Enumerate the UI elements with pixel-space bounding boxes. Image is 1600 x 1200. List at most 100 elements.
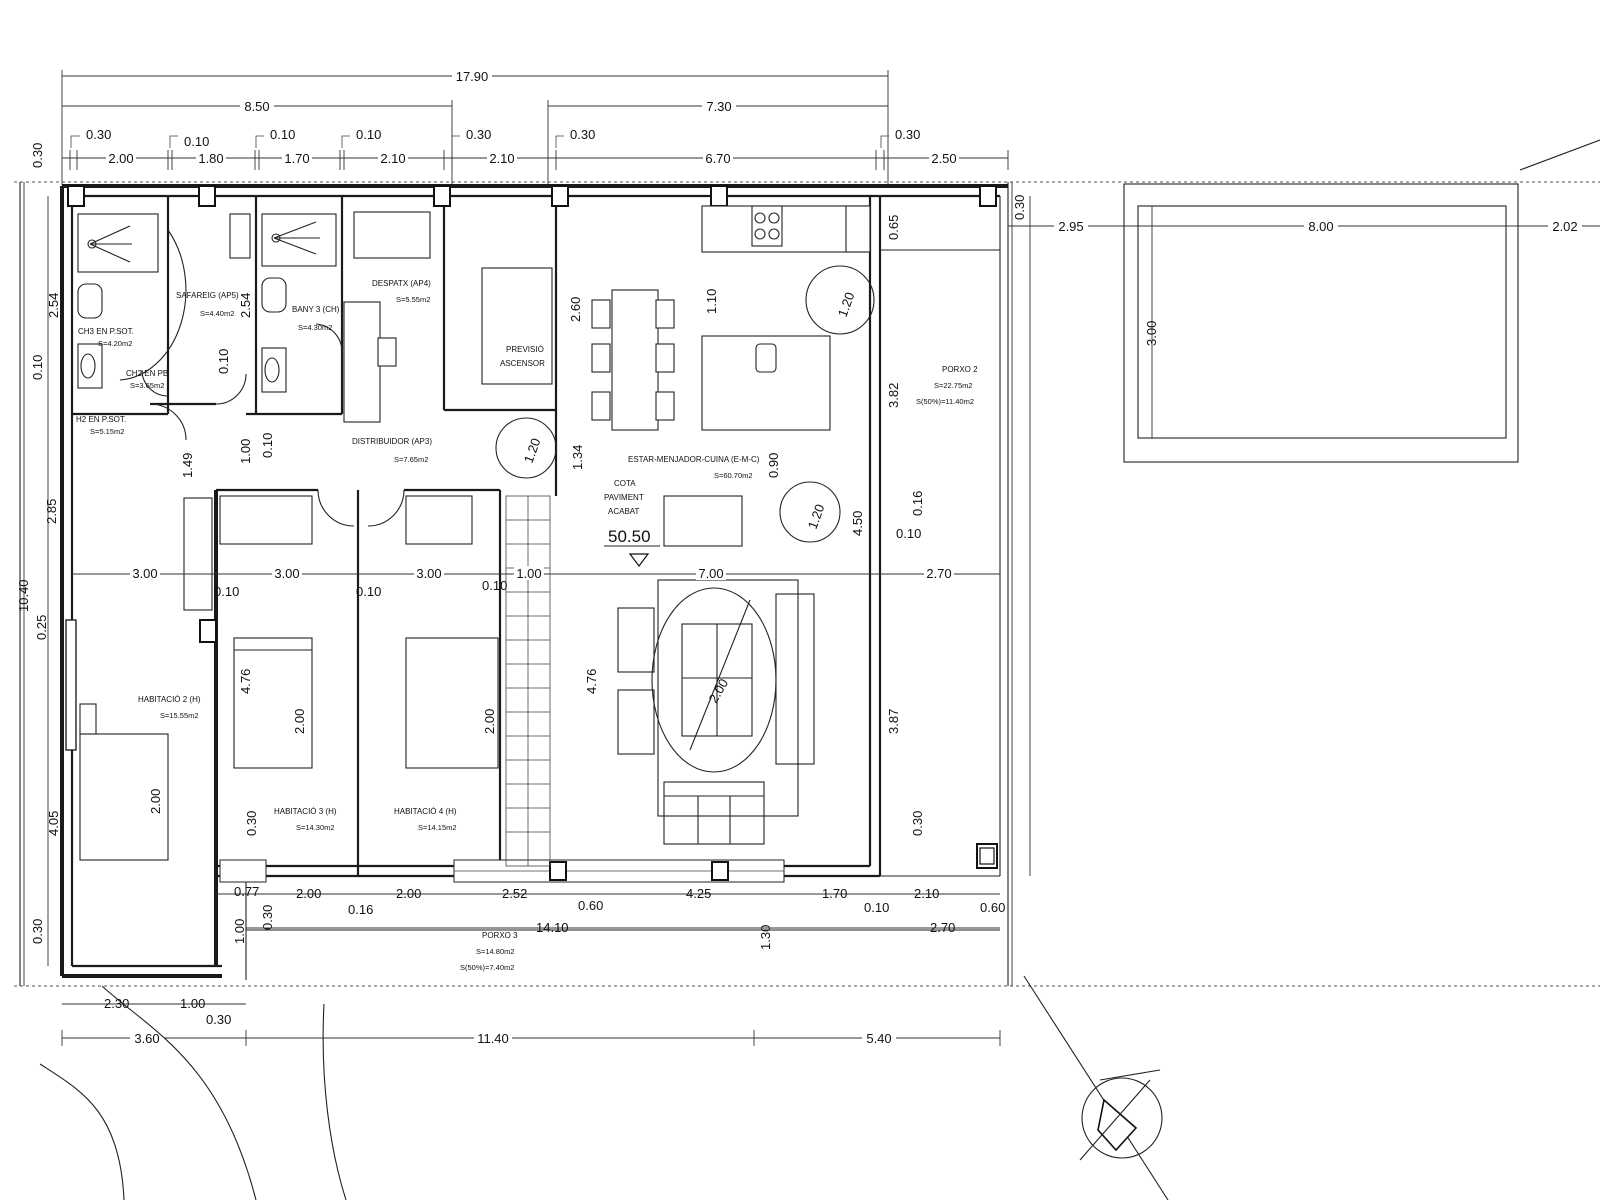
dim-mid-300c: 3.00 [416, 566, 441, 581]
top-dimensions: 17.90 8.50 7.30 2.00 [30, 69, 1009, 185]
cota-label-3: ACABAT [608, 507, 640, 516]
room-distribuidor: DISTRIBUIDOR (AP3) [352, 437, 432, 446]
room-bany3: BANY 3 (CH) [292, 305, 340, 314]
dim-v-120c: 1.20 [805, 502, 828, 531]
room-estar-area: S=60.70m2 [714, 471, 753, 480]
dim-v-405: 4.05 [46, 811, 61, 836]
room-despatx: DESPATX (AP4) [372, 279, 431, 288]
room-hab4: HABITACIÓ 4 (H) [394, 807, 457, 816]
dim-v-030c: 0.30 [244, 811, 259, 836]
dim-top-w3: 0.10 [270, 127, 295, 142]
dim-pool-right: 2.02 [1552, 219, 1577, 234]
level-marker: COTA PAVIMENT ACABAT 50.50 [604, 479, 660, 567]
room-bany3-area: S=4.30m2 [298, 323, 332, 332]
dim-v-100b: 1.00 [232, 919, 247, 944]
dim-top-r3: 1.70 [284, 151, 309, 166]
room-ascensor-2: ASCENSOR [500, 359, 545, 368]
dim-b-170: 1.70 [822, 886, 847, 901]
vertical-dimensions: 10.40 2.54 0.10 2.85 0.25 4.05 0.30 2.54… [16, 182, 1031, 986]
dim-v-387: 3.87 [886, 709, 901, 734]
dim-mid-300b: 3.00 [274, 566, 299, 581]
dim-top-r2: 1.80 [198, 151, 223, 166]
dim-v-030a: 0.30 [30, 919, 45, 944]
room-porxo3-area: S=14.80m2 [476, 947, 515, 956]
dim-top-w2: 0.10 [184, 134, 209, 149]
plot-lines [14, 181, 1600, 987]
dim-v-130: 1.30 [758, 925, 773, 950]
room-porxo2: PORXO 2 [942, 365, 978, 374]
room-hab3: HABITACIÓ 3 (H) [274, 807, 337, 816]
dim-b-060b: 0.60 [980, 900, 1005, 915]
dim-v-476a: 4.76 [238, 669, 253, 694]
room-porxo2-area50: S(50%)=11.40m2 [916, 397, 974, 406]
room-porxo3: PORXO 3 [482, 931, 518, 940]
dim-v-382: 3.82 [886, 383, 901, 408]
dim-mid-700: 7.00 [698, 566, 723, 581]
dim-top-a: 8.50 [244, 99, 269, 114]
dim-v-025: 0.25 [34, 615, 49, 640]
cota-label-2: PAVIMENT [604, 493, 644, 502]
dim-bb-100: 1.00 [180, 996, 205, 1011]
dim-top-side: 0.30 [30, 143, 45, 168]
dim-top-r1: 2.00 [108, 151, 133, 166]
room-hab2: HABITACIÓ 2 (H) [138, 695, 201, 704]
dim-v-120a: 1.20 [521, 436, 544, 465]
dim-v-010b: 0.10 [216, 349, 231, 374]
dim-v-476b: 4.76 [584, 669, 599, 694]
dim-bb-230: 2.30 [104, 996, 129, 1011]
dim-b-425: 4.25 [686, 886, 711, 901]
dim-top-total: 17.90 [456, 69, 489, 84]
north-arrow-icon [1023, 975, 1169, 1200]
dim-mid-010c: 0.10 [482, 578, 507, 593]
dim-v-100: 1.00 [238, 439, 253, 464]
dim-top-w1: 0.30 [86, 127, 111, 142]
room-safareig: SAFAREIG (AP5) [176, 291, 239, 300]
dim-mid-010a: 0.10 [214, 584, 239, 599]
dim-top-w5: 0.30 [466, 127, 491, 142]
dim-v-030b: 0.30 [910, 811, 925, 836]
dim-bbb-540: 5.40 [866, 1031, 891, 1046]
bottom-dimensions: 0.77 2.00 2.00 2.52 4.25 1.70 2.10 0.16 … [61, 884, 1005, 1046]
dim-v-1040: 10.40 [16, 579, 31, 612]
dim-mid-300a: 3.00 [132, 566, 157, 581]
dim-v-200c: 2.00 [148, 789, 163, 814]
dim-v-450: 4.50 [850, 511, 865, 536]
room-h2: H2 EN P.SOT. [76, 415, 126, 424]
room-hab2-area: S=15.55m2 [160, 711, 199, 720]
dim-mid-010b: 0.10 [356, 584, 381, 599]
dim-pool-len: 8.00 [1308, 219, 1333, 234]
dim-v-260: 2.60 [568, 297, 583, 322]
room-ch2: CH2 EN PB [126, 369, 168, 378]
dim-bbb-360: 3.60 [134, 1031, 159, 1046]
room-ascensor-1: PREVISIÓ [506, 345, 544, 354]
dim-b-060a: 0.60 [578, 898, 603, 913]
dim-pool-w: 3.00 [1144, 321, 1159, 346]
dim-top-r4: 2.10 [380, 151, 405, 166]
dim-v-065: 0.65 [886, 215, 901, 240]
room-porxo2-area: S=22.75m2 [934, 381, 973, 390]
room-safareig-area: S=4.40m2 [200, 309, 234, 318]
dim-b-252: 2.52 [502, 886, 527, 901]
fixtures [77, 205, 875, 867]
room-ch2-area: S=3.65m2 [130, 381, 164, 390]
room-despatx-area: S=5.55m2 [396, 295, 430, 304]
pool: 2.95 8.00 2.02 3.00 [1008, 139, 1600, 463]
dim-v-010a: 0.10 [30, 355, 45, 380]
dim-b-1410: 14.10 [536, 920, 569, 935]
mid-dimensions: 3.00 3.00 3.00 1.00 7.00 2.70 0.10 0.10 … [72, 566, 1000, 599]
dim-v-030d: 0.30 [260, 905, 275, 930]
dim-b-016: 0.16 [348, 902, 373, 917]
room-distribuidor-area: S=7.65m2 [394, 455, 428, 464]
room-h2-area: S=5.15m2 [90, 427, 124, 436]
dim-v-030e: 0.30 [1012, 195, 1027, 220]
cota-label-1: COTA [614, 479, 636, 488]
dim-v-010c: 0.10 [260, 433, 275, 458]
dim-pool-left: 2.95 [1058, 219, 1083, 234]
dim-top-w4: 0.10 [356, 127, 381, 142]
dim-b-200b: 2.00 [396, 886, 421, 901]
cota-value: 50.50 [608, 527, 651, 546]
dim-top-r5: 2.10 [489, 151, 514, 166]
dim-v-134: 1.34 [570, 445, 585, 470]
dim-v-254b: 2.54 [238, 293, 253, 318]
